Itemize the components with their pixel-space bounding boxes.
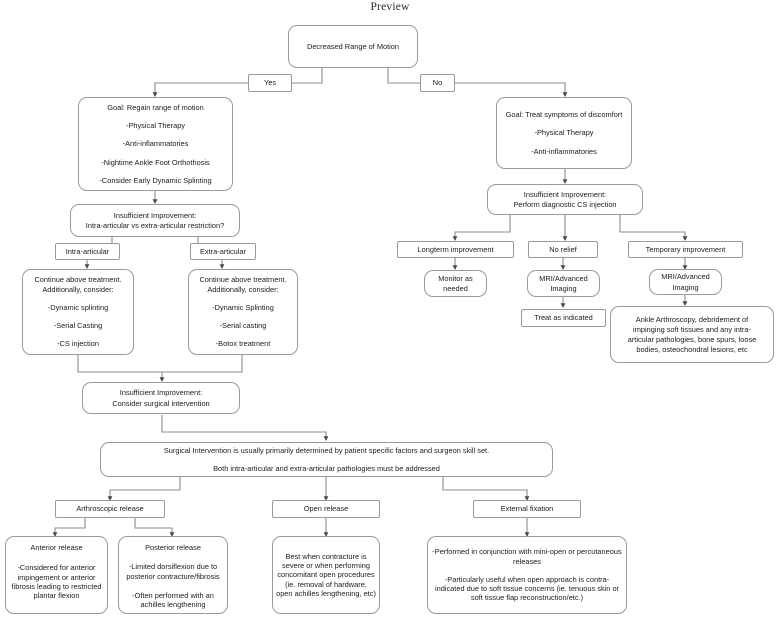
node-insufficient-improvement-surgical[interactable]: Insufficient Improvement: Consider surgi… bbox=[82, 382, 240, 414]
node-open-release[interactable]: Open release bbox=[272, 500, 380, 518]
node-line: Insufficient Improvement: bbox=[113, 210, 197, 220]
node-line: -Particularly useful when open approach … bbox=[434, 574, 620, 603]
node-goal-regain-range-of-motion[interactable]: Goal: Regain range of motion -Physical T… bbox=[78, 97, 233, 191]
node-line: Perform diagnostic CS injection bbox=[513, 200, 617, 209]
node-line: Extra-articular bbox=[200, 246, 246, 256]
node-line: -Physical Therapy bbox=[125, 121, 185, 131]
node-line: Additionally, consider: bbox=[42, 284, 114, 294]
node-continue-treatment-intra[interactable]: Continue above treatment. Additionally, … bbox=[22, 269, 134, 355]
node-line: Monitor as bbox=[438, 273, 473, 283]
node-line: Insufficient Improvement: bbox=[523, 189, 607, 199]
node-line: needed bbox=[443, 284, 468, 293]
node-line: -Performed in conjunction with mini-open… bbox=[432, 547, 622, 566]
node-line: -Dynamic Splinting bbox=[212, 302, 274, 312]
node-line: Both intra-articular and extra-articular… bbox=[213, 463, 440, 473]
node-line: Decreased Range of Motion bbox=[306, 41, 400, 51]
node-decreased-range-of-motion[interactable]: Decreased Range of Motion bbox=[288, 25, 418, 68]
node-line: MRI/Advanced bbox=[539, 273, 588, 283]
node-mri-advanced-imaging-no-relief[interactable]: MRI/Advanced Imaging bbox=[527, 270, 600, 297]
node-line: Additionally, consider: bbox=[207, 284, 279, 294]
node-line: Temporary improvement bbox=[645, 244, 726, 254]
node-line: MRI/Advanced bbox=[661, 272, 710, 282]
node-intra-articular[interactable]: Intra-articular bbox=[55, 243, 120, 260]
node-line: No relief bbox=[549, 244, 577, 254]
edge-label-yes[interactable]: Yes bbox=[248, 74, 292, 92]
node-line: Intra-articular vs extra-articular restr… bbox=[85, 221, 225, 230]
node-line: bodies, osteochondral lesions, etc bbox=[636, 345, 748, 355]
node-insufficient-improvement-cs-injection[interactable]: Insufficient Improvement: Perform diagno… bbox=[487, 184, 643, 215]
node-line: -Serial Casting bbox=[53, 321, 103, 331]
node-line: No bbox=[432, 78, 443, 88]
node-line: -Botox treatment bbox=[215, 339, 271, 349]
node-temporary-improvement[interactable]: Temporary improvement bbox=[628, 241, 743, 258]
node-treat-as-indicated[interactable]: Treat as indicated bbox=[521, 309, 606, 327]
node-mri-advanced-imaging-temporary[interactable]: MRI/Advanced Imaging bbox=[649, 269, 722, 295]
node-line: Ankle Arthroscopy, debridement of bbox=[635, 314, 749, 324]
node-line: -Consider Early Dynamic Splinting bbox=[99, 175, 212, 185]
node-line: -Anti-inflammatories bbox=[531, 146, 597, 156]
node-line: External fixation bbox=[500, 504, 554, 514]
node-line: -Nightime Ankle Foot Orthothosis bbox=[101, 157, 210, 167]
node-line: Surgical Intervention is usually primari… bbox=[163, 446, 490, 456]
node-posterior-release[interactable]: Posterior release -Limited dorsiflexion … bbox=[118, 536, 228, 614]
node-extra-articular[interactable]: Extra-articular bbox=[190, 243, 256, 260]
node-no-relief[interactable]: No relief bbox=[528, 241, 598, 258]
node-line: Imaging bbox=[672, 282, 699, 292]
node-line: Open release bbox=[303, 504, 349, 514]
node-monitor-as-needed[interactable]: Monitor as needed bbox=[424, 270, 487, 297]
node-line: Yes bbox=[263, 78, 277, 88]
node-line: Arthroscopic release bbox=[76, 504, 144, 514]
node-line: Goal: Regain range of motion bbox=[107, 102, 204, 112]
node-longterm-improvement[interactable]: Longterm improvement bbox=[397, 241, 514, 258]
node-external-fixation-detail[interactable]: -Performed in conjunction with mini-open… bbox=[427, 536, 627, 614]
node-arthroscopic-release[interactable]: Arthroscopic release bbox=[55, 500, 165, 518]
node-line: Continue above treatment. bbox=[199, 275, 287, 285]
node-line: impinging soft tissues and any intra- bbox=[633, 324, 751, 334]
node-line: -Often performed with an achilles length… bbox=[132, 590, 214, 609]
node-line: Longterm improvement bbox=[417, 244, 494, 254]
node-line: -CS injection bbox=[57, 339, 99, 349]
node-line: Continue above treatment. bbox=[34, 275, 122, 285]
node-line: Goal: Treat symptoms of discomfort bbox=[505, 110, 623, 120]
node-line: Treat as indicated bbox=[534, 313, 593, 323]
node-continue-treatment-extra[interactable]: Continue above treatment. Additionally, … bbox=[188, 269, 298, 355]
node-line: -Considered for anterior impingement or … bbox=[11, 563, 102, 600]
page-title: Preview bbox=[370, 1, 410, 13]
node-line: Intra-articular bbox=[65, 246, 110, 256]
node-open-release-detail[interactable]: Best when contracture is severe or when … bbox=[272, 536, 380, 614]
node-ankle-arthroscopy[interactable]: Ankle Arthroscopy, debridement of imping… bbox=[610, 306, 774, 363]
node-line: Consider surgical intervention bbox=[112, 398, 210, 408]
node-line: articular pathologies, bone spurs, loose bbox=[627, 335, 757, 344]
node-line: Imaging bbox=[550, 284, 577, 293]
node-insufficient-improvement-intra-vs-extra[interactable]: Insufficient Improvement: Intra-articula… bbox=[70, 204, 240, 237]
node-line: Anterior release bbox=[30, 543, 83, 552]
node-line: Best when contracture is severe or when … bbox=[276, 551, 376, 598]
node-external-fixation[interactable]: External fixation bbox=[473, 500, 581, 518]
node-line: -Physical Therapy bbox=[534, 128, 594, 138]
node-line: -Serial casting bbox=[219, 321, 267, 331]
node-line: -Anti-inflammatories bbox=[122, 139, 189, 149]
node-line: Posterior release bbox=[145, 543, 201, 552]
node-surgical-intervention-statement[interactable]: Surgical Intervention is usually primari… bbox=[100, 442, 553, 477]
edge-label-no[interactable]: No bbox=[420, 74, 455, 92]
node-goal-treat-symptoms[interactable]: Goal: Treat symptoms of discomfort -Phys… bbox=[496, 97, 632, 169]
node-line: Insufficient Improvement: bbox=[119, 388, 203, 398]
node-line: -Dynamic splinting bbox=[47, 302, 109, 312]
node-line: -Limited dorsiflexion due to posterior c… bbox=[126, 562, 220, 581]
node-anterior-release[interactable]: Anterior release -Considered for anterio… bbox=[5, 536, 108, 614]
